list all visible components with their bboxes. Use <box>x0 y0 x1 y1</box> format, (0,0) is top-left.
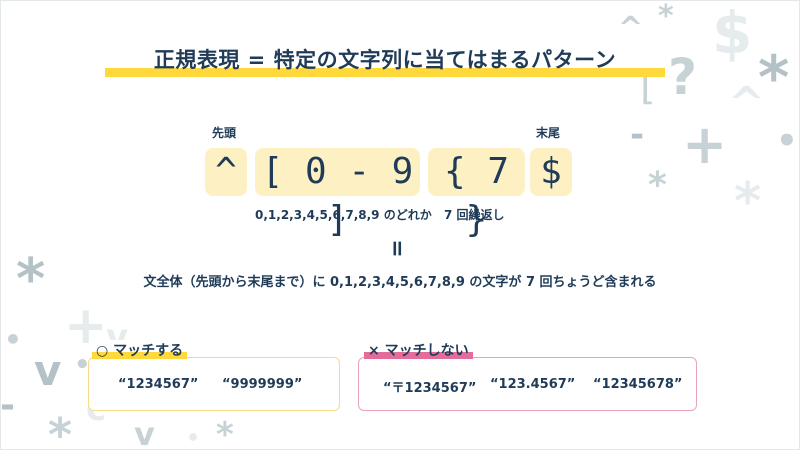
nomatch-panel <box>358 357 697 411</box>
decor-minus-symbol: - <box>0 385 15 426</box>
match-example: “1234567” <box>118 377 199 392</box>
caption-charset: 0,1,2,3,4,5,6,7,8,9 のどれか <box>255 208 432 222</box>
decor-asterisk-symbol: * <box>48 408 73 462</box>
decor-question-symbol: ? <box>668 48 698 106</box>
summary-text: 文全体（先頭から末尾まで）に 0,1,2,3,4,5,6,7,8,9 の文字が … <box>143 275 657 290</box>
match-label: ○ マッチする <box>92 340 188 360</box>
decor-plus-symbol: + <box>682 113 728 176</box>
decor-dot-symbol: • <box>186 426 201 451</box>
decor-asterisk-symbol: * <box>16 247 46 312</box>
page-title: 正規表現 = 特定の文字列に当てはまるパターン <box>153 48 617 72</box>
decor-v-symbol: v <box>134 415 155 453</box>
match-panel <box>88 357 340 411</box>
decor-dollar-symbol: $ <box>712 0 753 67</box>
decor-asterisk-symbol: * <box>658 0 674 34</box>
match-example: “9999999” <box>222 377 303 392</box>
caption-repeat: 7 回繰返し <box>444 208 505 222</box>
decor-asterisk-symbol: * <box>758 43 790 113</box>
tag-end: 末尾 <box>536 126 561 140</box>
title-highlight <box>105 68 665 77</box>
decor-dot-symbol: • <box>776 121 798 161</box>
decor-asterisk-symbol: * <box>734 172 762 232</box>
nomatch-example: “〒1234567” <box>383 381 477 396</box>
decor-v-symbol: v <box>34 346 62 395</box>
decor-dot-symbol: • <box>4 323 22 356</box>
decor-caret-symbol: ^ <box>728 78 765 129</box>
tag-start: 先頭 <box>212 126 237 140</box>
token-charset: [ 0 - 9 ] <box>255 148 420 240</box>
nomatch-example: “12345678” <box>593 377 683 392</box>
decor-minus-symbol: - <box>630 115 645 155</box>
token-caret: ^ <box>205 148 247 196</box>
nomatch-example: “123.4567” <box>490 377 576 392</box>
token-quantifier: { 7 } <box>428 148 525 240</box>
decor-asterisk-symbol: * <box>648 165 667 206</box>
decor-asterisk-symbol: * <box>216 415 234 455</box>
nomatch-label: × マッチしない <box>364 340 473 360</box>
decor-dot-symbol: • <box>74 350 91 380</box>
decor-caret-symbol: ^ <box>618 11 644 46</box>
equals-sign: = <box>384 239 410 258</box>
token-dollar: $ <box>530 148 572 196</box>
